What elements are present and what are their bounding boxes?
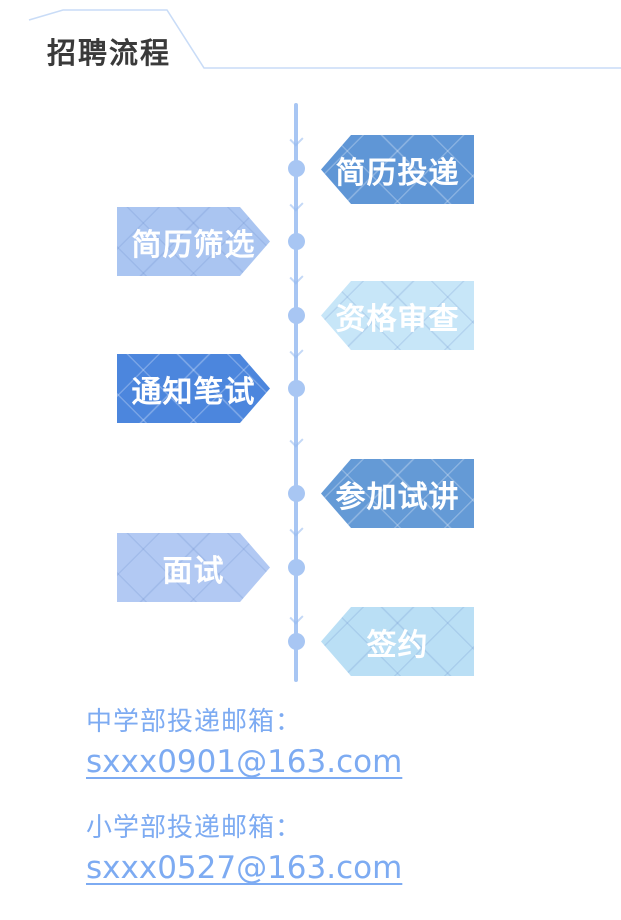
timeline-dot <box>288 485 305 502</box>
flow-step-label: 通知笔试 <box>131 374 256 410</box>
timeline-dot <box>288 380 305 397</box>
flow-step-qualification-review: 资格审查 <box>321 281 474 350</box>
flow-step-label: 签约 <box>366 627 429 663</box>
contact-middle-school: 中学部投递邮箱： sxxx0901@163.com <box>86 704 402 784</box>
timeline-dot <box>288 633 305 650</box>
contact-label: 小学部投递邮箱： <box>86 813 303 843</box>
flow-step-interview: 面试 <box>117 533 270 602</box>
contact-block: 中学部投递邮箱： sxxx0901@163.com 小学部投递邮箱： sxxx0… <box>86 704 402 916</box>
timeline-dot <box>288 307 305 324</box>
primary-school-email-link[interactable]: sxxx0527@163.com <box>86 850 403 886</box>
flow-step-resume-screening: 简历筛选 <box>117 207 270 276</box>
timeline-dot <box>288 233 305 250</box>
flow-step-resume-submission: 简历投递 <box>321 135 474 204</box>
timeline-tick <box>289 610 304 625</box>
flow-step-label: 简历筛选 <box>131 227 256 263</box>
timeline-tick <box>289 197 304 212</box>
flow-step-label: 参加试讲 <box>335 479 460 515</box>
flow-step-label: 简历投递 <box>335 155 460 191</box>
timeline-tick <box>289 522 304 537</box>
timeline-tick <box>289 433 304 448</box>
timeline-dot <box>288 160 305 177</box>
page-title: 招聘流程 <box>47 36 172 70</box>
middle-school-email-link[interactable]: sxxx0901@163.com <box>86 744 403 780</box>
flow-step-signing: 签约 <box>321 607 474 676</box>
timeline-dot <box>288 559 305 576</box>
timeline-tick <box>289 132 304 147</box>
flow-step-label: 面试 <box>162 553 225 589</box>
flow-step-trial-lecture: 参加试讲 <box>321 459 474 528</box>
flow-step-written-test-notice: 通知笔试 <box>117 354 270 423</box>
flow-step-label: 资格审查 <box>335 301 460 337</box>
timeline-tick <box>289 344 304 359</box>
contact-primary-school: 小学部投递邮箱： sxxx0527@163.com <box>86 810 402 890</box>
timeline-tick <box>289 270 304 285</box>
contact-label: 中学部投递邮箱： <box>86 707 303 737</box>
